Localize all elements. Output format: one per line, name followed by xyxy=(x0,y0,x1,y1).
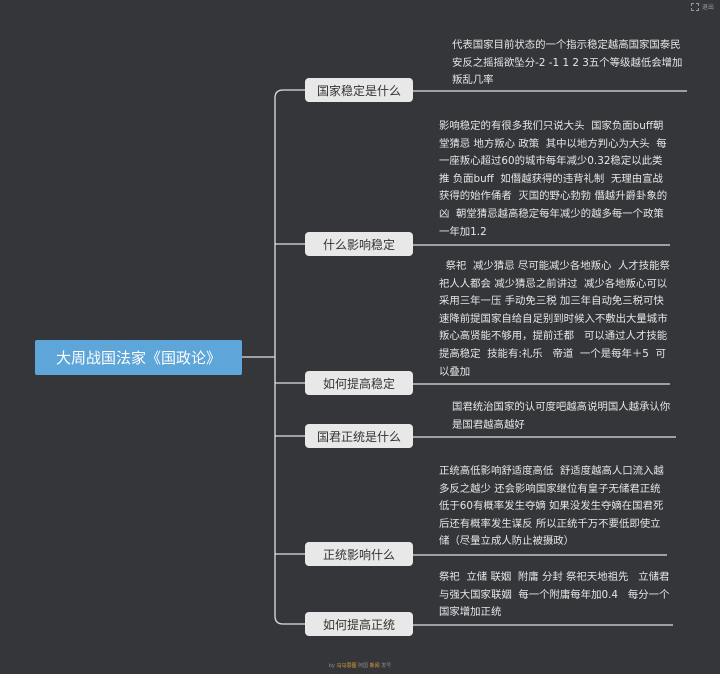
trunk-line xyxy=(274,89,284,625)
branch-stability-factors[interactable]: 什么影响稳定 xyxy=(305,232,413,256)
branch-raise-stability[interactable]: 如何提高稳定 xyxy=(305,371,413,395)
note-raise-legitimacy: 祭祀 立储 联姻 附庸 分封 祭祀天地祖先 立储君 与强大国家联姻 每一个附庸每… xyxy=(439,571,677,619)
note-stability-factors: 影响稳定的有很多我们只说大头 国家负面buff朝堂猜忌 地方叛心 政策 其中以地… xyxy=(439,120,668,238)
exit-fullscreen-button[interactable]: 退出 xyxy=(690,2,714,11)
fullscreen-icon xyxy=(690,2,699,11)
root-topic[interactable]: 大周战国法家《国政论》 xyxy=(35,340,242,375)
exit-label: 退出 xyxy=(701,4,714,11)
branch-legitimacy-effects[interactable]: 正统影响什么 xyxy=(305,542,413,566)
note-stability-definition: 代表国家目前状态的一个指示稳定越高国家国泰民安反之摇摇欲坠分-2 -1 1 2 … xyxy=(452,39,683,87)
footer-brand: 马马思图 xyxy=(336,663,357,669)
branch-raise-legitimacy[interactable]: 如何提高正统 xyxy=(305,612,413,636)
watermark-footer: by 马马思图 阿国 新闻 发号 xyxy=(0,662,720,669)
footer-brand2: 新闻 xyxy=(369,663,380,669)
branch-stability-definition[interactable]: 国家稳定是什么 xyxy=(305,78,413,102)
note-legitimacy-definition: 国君统治国家的认可度吧越高说明国人越承认你是国君越高越好 xyxy=(452,401,671,431)
footer-end: 发号 xyxy=(381,663,392,669)
footer-mid: 阿国 xyxy=(358,663,369,669)
note-raise-stability: 祭祀 减少猜忌 尽可能减少各地叛心 人才技能祭祀人人都会 减少猜忌之前讲过 减少… xyxy=(439,260,670,378)
note-legitimacy-effects: 正统高低影响舒适度高低 舒适度越高人口流入越多反之越少 还会影响国家继位有皇子无… xyxy=(439,465,664,548)
footer-by: by xyxy=(328,663,335,669)
branch-legitimacy-definition[interactable]: 国君正统是什么 xyxy=(305,424,413,448)
